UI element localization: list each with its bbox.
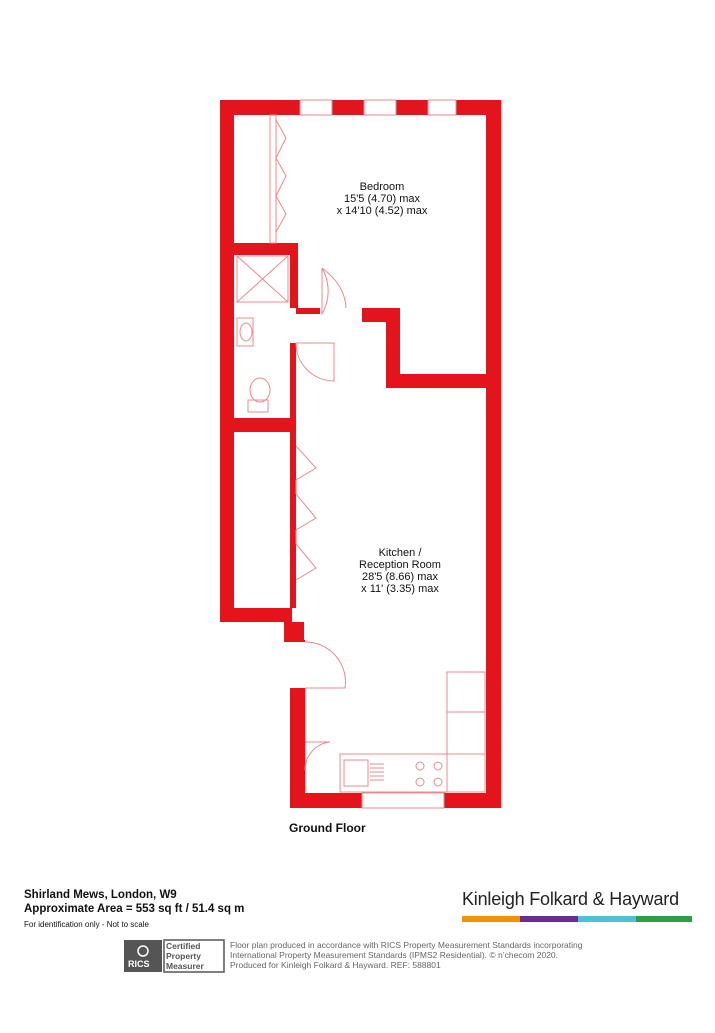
rics-line3: Measurer — [166, 961, 204, 971]
brand-bar-orange — [462, 916, 520, 922]
bedroom-recess-wall — [386, 308, 400, 388]
window-bottom — [361, 792, 445, 809]
brand-bar-purple — [520, 916, 578, 922]
wall-corridor — [296, 308, 320, 314]
rics-logo-text: RICS — [128, 959, 150, 969]
wall-bath-right-upper — [290, 243, 298, 308]
entrance-opening — [290, 642, 305, 688]
disclaimer: Floor plan produced in accordance with R… — [230, 940, 630, 970]
property-area: Approximate Area = 553 sq ft / 51.4 sq m — [24, 903, 245, 915]
disclaimer-line2: International Property Measurement Stand… — [230, 950, 559, 960]
kitchen-name2: Reception Room — [359, 559, 441, 571]
bedroom-dim2: x 14'10 (4.52) max — [336, 205, 428, 217]
kitchen-dim1: 28'5 (8.66) max — [361, 571, 439, 583]
wall-entrance — [284, 622, 304, 642]
wardrobe-doors — [275, 119, 287, 233]
wall-wardrobe — [269, 114, 277, 244]
bedroom-recess-bottom — [386, 374, 486, 388]
wall-entrance-lower — [290, 688, 305, 793]
bedroom-dim1: 15'5 (4.70) max — [343, 193, 421, 205]
wall-bedroom-left — [298, 243, 322, 308]
property-info: Shirland Mews, London, W9 Approximate Ar… — [24, 888, 244, 932]
disclaimer-line1: Floor plan produced in accordance with R… — [230, 940, 583, 950]
kitchen-label: Kitchen / Reception Room 28'5 (8.66) max… — [345, 547, 455, 595]
brand-name: Kinleigh Folkard & Hayward — [462, 889, 679, 909]
kitchen-dim2: x 11' (3.35) max — [361, 583, 439, 595]
floor-label: Ground Floor — [289, 821, 366, 835]
rics-line1: Certified — [166, 941, 201, 951]
washbasin — [236, 317, 254, 347]
property-address: Shirland Mews, London, W9 — [24, 889, 177, 901]
wall-bath-bottom — [234, 418, 296, 432]
rics-badge: Certified Property Measurer — [166, 941, 204, 971]
shower-tray — [236, 255, 289, 303]
rics-line2: Property — [166, 951, 201, 961]
wall-cupboards — [290, 433, 296, 608]
rics-logo — [124, 939, 225, 973]
brand-bar-green — [636, 916, 692, 922]
bedroom-label: Bedroom 15'5 (4.70) max x 14'10 (4.52) m… — [332, 181, 432, 217]
toilet — [247, 377, 271, 413]
windows-top — [299, 99, 457, 116]
bedroom-name: Bedroom — [359, 181, 405, 193]
wall-bath-top — [234, 243, 296, 255]
kitchen-units — [339, 671, 486, 793]
bedroom-recess-top — [362, 308, 400, 322]
cupboard-doors — [295, 445, 317, 581]
kitchen-name1: Kitchen / — [378, 547, 422, 559]
disclaimer-line3: Produced for Kinleigh Folkard & Hayward.… — [230, 960, 441, 970]
property-note: For identification only - Not to scale — [24, 920, 149, 929]
wall-bath-right-lower — [290, 343, 296, 433]
brand-bar-cyan — [578, 916, 636, 922]
